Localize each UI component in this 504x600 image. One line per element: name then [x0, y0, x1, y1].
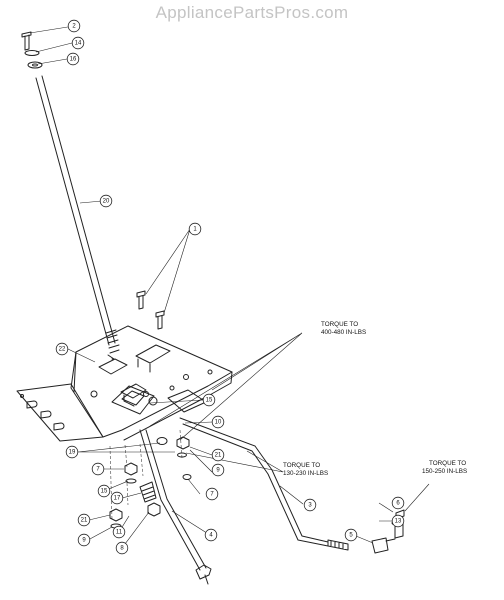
callout-label: 15	[206, 397, 213, 403]
callout-7: 7	[205, 487, 219, 501]
callout-17: 17	[110, 491, 124, 505]
drag-link-rear[interactable]	[179, 417, 349, 551]
steering-plate[interactable]	[70, 325, 233, 441]
top-bolt[interactable]	[21, 31, 32, 51]
callout-label: 2	[72, 23, 76, 29]
steering-shaft[interactable]	[35, 75, 120, 360]
torque-note-2-line-1: TORQUE TO	[283, 462, 320, 469]
callout-6: 6	[391, 496, 405, 510]
watermark: AppliancePartsPros.com	[155, 3, 349, 22]
callout-label: 22	[59, 346, 66, 352]
sector-gear[interactable]	[139, 481, 157, 503]
callout-label: 8	[120, 545, 124, 551]
callout-label: 21	[215, 452, 222, 458]
callout-9: 9	[211, 463, 225, 477]
top-washers[interactable]	[24, 50, 43, 69]
callout-label: 5	[349, 532, 353, 538]
torque-note-2-line-2: 130-230 IN-LBS	[283, 470, 328, 477]
callout-7: 7	[91, 462, 105, 476]
callout-4: 4	[204, 528, 218, 542]
callout-label: 14	[75, 40, 82, 46]
callout-label: 9	[82, 537, 86, 543]
callout-22: 22	[55, 342, 69, 356]
callout-label: 4	[209, 532, 213, 538]
mounting-bolts[interactable]	[136, 290, 165, 330]
torque-note-3-line-1: TORQUE TO	[429, 460, 466, 467]
callout-16: 16	[66, 52, 80, 66]
callout-label: 9	[216, 467, 220, 473]
callout-label: 7	[210, 491, 214, 497]
torque-note-1-line-1: TORQUE TO	[321, 321, 358, 328]
callout-9: 9	[77, 533, 91, 547]
callout-5: 5	[344, 528, 358, 542]
callout-label: 16	[70, 56, 77, 62]
callout-label: 17	[114, 495, 121, 501]
callout-13: 13	[391, 514, 405, 528]
callout-label: 10	[215, 419, 222, 425]
callout-11: 11	[112, 525, 126, 539]
callout-2: 2	[67, 19, 81, 33]
callout-19: 19	[65, 445, 79, 459]
callout-label: 11	[116, 529, 123, 535]
callout-20: 20	[99, 194, 113, 208]
callout-3: 3	[303, 498, 317, 512]
callout-10: 10	[211, 415, 225, 429]
callout-21: 21	[77, 513, 91, 527]
torque-note-3-line-2: 150-250 IN-LBS	[422, 468, 467, 475]
callout-label: 13	[395, 518, 402, 524]
side-bracket[interactable]	[16, 383, 104, 442]
callout-label: 21	[81, 517, 88, 523]
callout-label: 19	[69, 449, 76, 455]
callout-14: 14	[71, 36, 85, 50]
callout-1: 1	[188, 222, 202, 236]
callout-15: 15	[97, 484, 111, 498]
callout-group: 2 14 16 20 1 22 15 10 19 7 21 9 15 17 21 9 11 8 4 7 3 6 13 5	[55, 19, 405, 555]
callout-label: 6	[396, 500, 400, 506]
nuts-and-washers[interactable]	[109, 396, 192, 529]
leader-lines	[29, 25, 430, 549]
torque-note-1-line-2: 400-480 IN-LBS	[321, 329, 366, 336]
hidden-lines	[109, 429, 183, 521]
callout-15: 15	[202, 393, 216, 407]
callout-21: 21	[211, 448, 225, 462]
drag-link-long[interactable]	[139, 429, 212, 585]
callout-label: 20	[103, 198, 110, 204]
callout-label: 7	[96, 466, 100, 472]
callout-label: 3	[308, 502, 312, 508]
support-casting[interactable]	[111, 385, 207, 415]
callout-label: 1	[193, 226, 197, 232]
callout-8: 8	[115, 541, 129, 555]
callout-label: 15	[101, 488, 108, 494]
